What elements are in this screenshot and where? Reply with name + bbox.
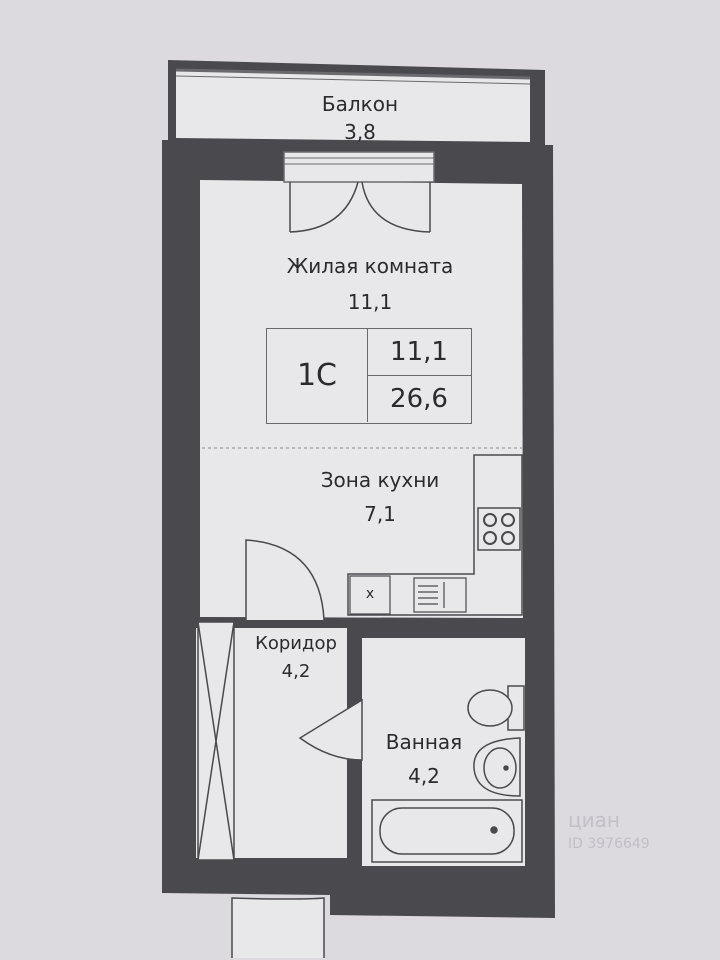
balcony-area: 3,8 [344,120,376,144]
kitchen-label: Зона кухни 7,1 [290,466,470,528]
corridor-label: Коридор 4,2 [236,632,356,684]
entry-door [231,897,325,958]
apartment-type: 1С [267,329,368,422]
balcony-floor [176,70,530,142]
living-area: 11,1 [347,290,393,314]
living-kitchen-floor [200,180,523,618]
bathroom-name: Ванная [385,730,463,754]
corridor-door [245,539,325,621]
toilet-icon [467,685,525,731]
stove-icon [477,507,521,551]
apartment-total-area: 26,6 [390,384,448,414]
sink-cell [349,575,391,615]
apartment-type-box: 1С 11,1 26,6 [266,328,472,424]
dish-rack-icon [413,577,467,613]
bathroom-label: Ванная 4,2 [364,728,484,790]
balcony-window [283,151,435,183]
balcony-name: Балкон [321,92,399,116]
watermark-id: ID 3976649 [568,836,650,852]
bathtub-icon [371,799,523,863]
living-label: Жилая комната 11,1 [250,252,490,316]
apartment-living-area: 11,1 [367,329,471,376]
sink-mark: x [365,586,375,602]
balcony-railing [175,68,531,80]
kitchen-name: Зона кухни [320,468,440,492]
balcony-label: Балкон 3,8 [300,90,420,146]
bathroom-area: 4,2 [408,764,440,788]
kitchen-counter [347,454,523,616]
living-name: Жилая комната [286,254,454,278]
corridor-area: 4,2 [281,661,311,682]
watermark-brand: циан [568,808,620,832]
watermark: циан ID 3976649 [568,808,698,856]
corridor-name: Коридор [255,633,337,654]
bathroom-door [298,698,363,761]
balcony-door [289,181,431,233]
washbasin-icon [473,737,521,797]
wardrobe [197,621,235,861]
kitchen-area: 7,1 [364,502,396,526]
